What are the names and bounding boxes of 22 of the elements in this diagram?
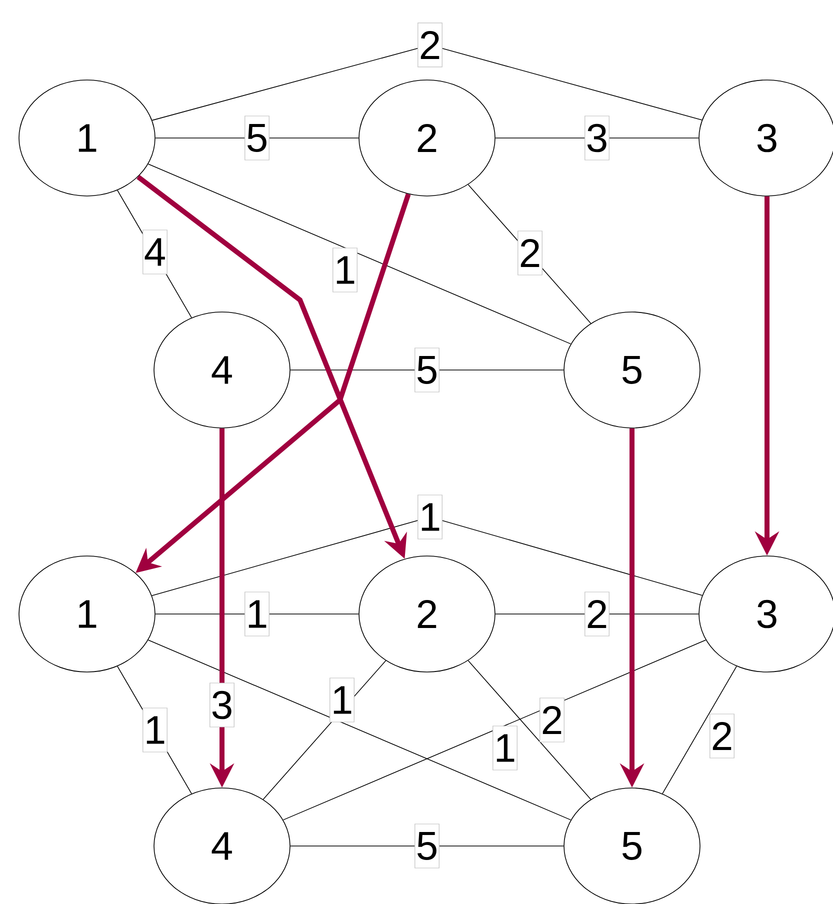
- edge-line: [282, 640, 706, 820]
- edge-label: 1: [418, 494, 442, 540]
- edge-line: [468, 660, 592, 800]
- edge-label: 2: [540, 698, 564, 742]
- edge-label: 1: [330, 678, 354, 722]
- edge-label: 2: [710, 714, 734, 758]
- edge-label: 3: [210, 682, 234, 728]
- edge-label: 5: [414, 348, 440, 392]
- edge-label: 1: [492, 726, 518, 770]
- edge-label: 1: [332, 248, 358, 292]
- edge-label: 1: [142, 708, 168, 752]
- edge-line: [148, 640, 572, 820]
- edge-line: [148, 164, 572, 344]
- edge-label: 5: [414, 824, 440, 868]
- edge-label: 2: [584, 592, 610, 636]
- edge-label: 2: [418, 22, 442, 68]
- edge-label: 5: [244, 116, 270, 160]
- edge-label: 4: [142, 230, 168, 274]
- edge-label: 2: [518, 230, 542, 276]
- edge-line: [662, 666, 737, 794]
- edge-label: 1: [244, 592, 270, 636]
- edge-label: 3: [584, 116, 610, 160]
